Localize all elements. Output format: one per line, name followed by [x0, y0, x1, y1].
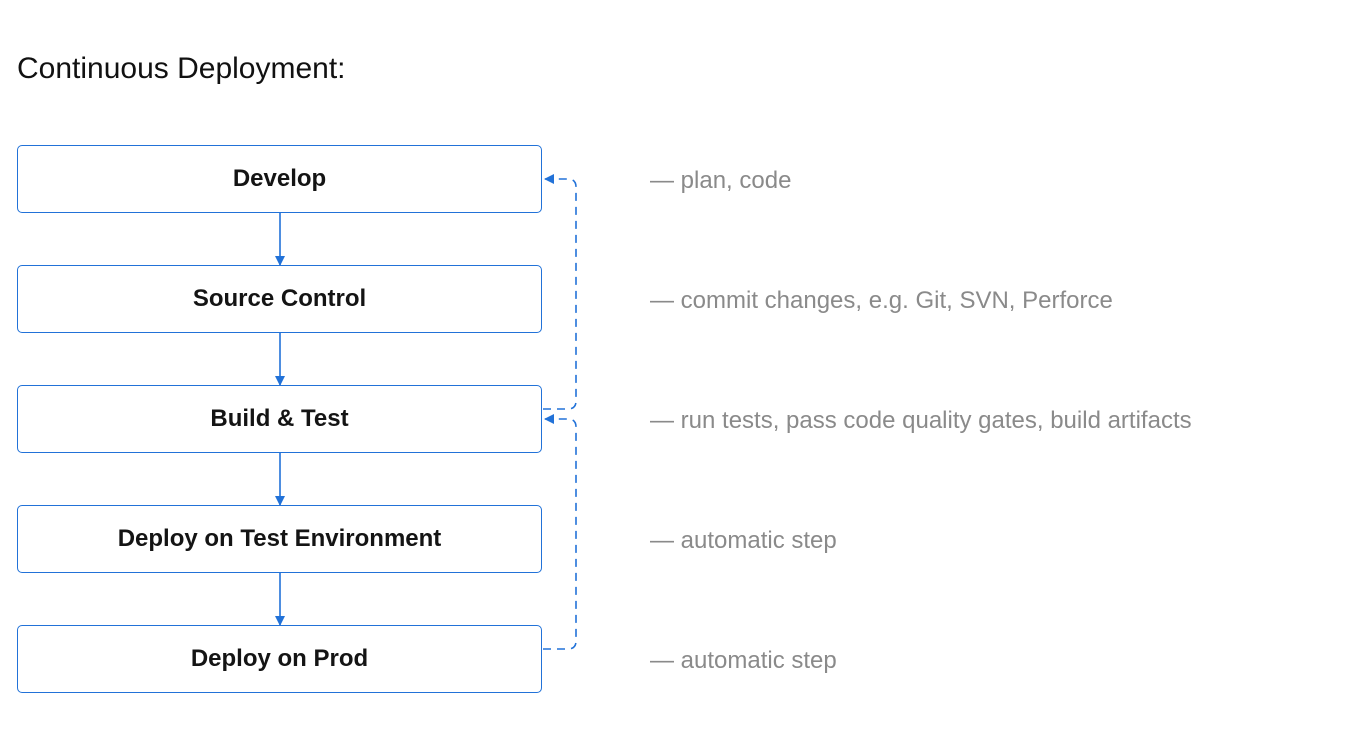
step-box-source-control: Source Control	[17, 265, 542, 333]
step-box-develop: Develop	[17, 145, 542, 213]
step-label: Build & Test	[210, 405, 349, 432]
step-label: Deploy on Prod	[190, 645, 369, 672]
step-label: Source Control	[192, 285, 367, 312]
step-label: Deploy on Test Environment	[117, 525, 442, 552]
step-box-build-test: Build & Test	[17, 385, 542, 453]
feedback-loop-arrow	[543, 174, 577, 410]
step-note-build-test: — run tests, pass code quality gates, bu…	[650, 407, 1192, 434]
step-note-deploy-prod: — automatic step	[650, 647, 837, 674]
feedback-loops	[543, 174, 577, 650]
step-note-deploy-test: — automatic step	[650, 527, 837, 554]
diagram-title: Continuous Deployment:	[17, 52, 346, 85]
step-box-deploy-prod: Deploy on Prod	[17, 625, 542, 693]
feedback-loop-arrow	[543, 414, 577, 650]
step-label: Develop	[232, 165, 327, 192]
step-note-source-control: — commit changes, e.g. Git, SVN, Perforc…	[650, 287, 1113, 314]
step-box-deploy-test: Deploy on Test Environment	[17, 505, 542, 573]
step-note-develop: — plan, code	[650, 167, 792, 194]
